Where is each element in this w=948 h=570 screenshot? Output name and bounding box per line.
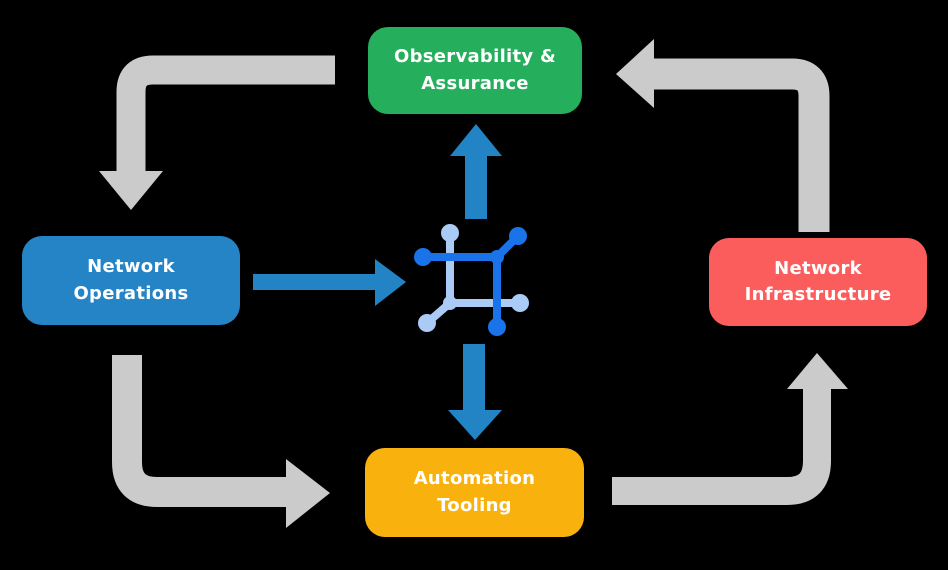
- arrow-observability-to-operations: [99, 55, 335, 210]
- arrow-platform-to-automation: [448, 344, 502, 440]
- observability-assurance-box: Observability & Assurance: [368, 27, 582, 114]
- observability-assurance-label: Observability & Assurance: [393, 46, 557, 94]
- network-operations-label: Network Operations: [73, 256, 189, 304]
- network-infrastructure-box: Network Infrastructure: [709, 238, 927, 326]
- automation-tooling-label: Automation Tooling: [413, 468, 536, 516]
- network-infrastructure-label: Network Infrastructure: [744, 257, 892, 305]
- arrow-automation-to-infrastructure: [612, 353, 848, 505]
- arrow-operations-to-automation: [112, 355, 330, 528]
- arrow-platform-to-observability: [450, 124, 502, 219]
- automation-tooling-box: Automation Tooling: [365, 448, 584, 537]
- arrow-operations-to-platform: [253, 259, 406, 306]
- network-operations-box: Network Operations: [22, 236, 240, 325]
- network-nodes-icon: [414, 224, 529, 336]
- arrow-infrastructure-to-observability: [616, 39, 830, 232]
